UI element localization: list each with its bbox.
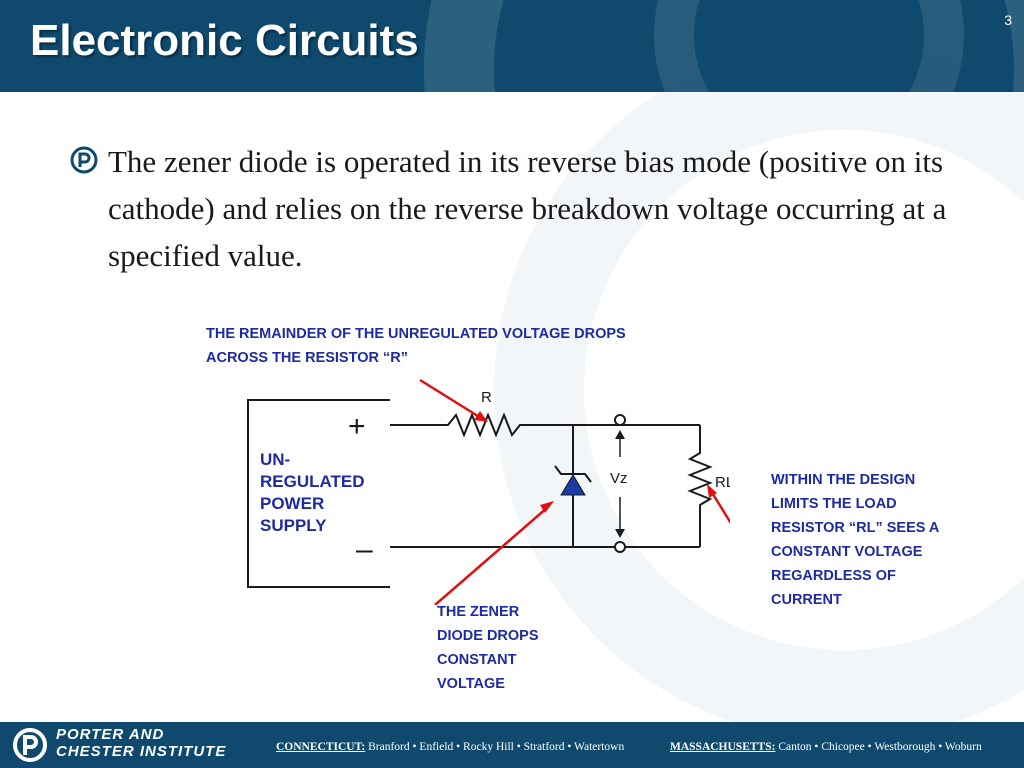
- town-list: Canton • Chicopee • Westborough • Woburn: [778, 741, 982, 753]
- caption-line: ACROSS THE RESISTOR “R”: [206, 350, 408, 366]
- caption-resistor: THE REMAINDER OF THE UNREGULATED VOLTAGE…: [206, 322, 726, 370]
- caption-line: VOLTAGE: [437, 676, 505, 692]
- caption-zener: THE ZENER DIODE DROPS CONSTANT VOLTAGE: [437, 600, 577, 696]
- arrow-to-zener: [434, 506, 549, 605]
- output-terminal-bottom: [614, 541, 626, 553]
- slide-footer: PORTER AND CHESTER INSTITUTE CONNECTICUT…: [0, 722, 1024, 768]
- caption-line: RESISTOR “RL” SEES A: [771, 520, 940, 536]
- state-name: CONNECTICUT:: [276, 741, 366, 753]
- vz-arrow-down-head: [615, 529, 625, 538]
- vz-arrow-up-head: [615, 430, 625, 439]
- load-resistor: [687, 425, 713, 547]
- slide-title: Electronic Circuits: [30, 16, 419, 65]
- bullet-text: The zener diode is operated in its rever…: [108, 144, 947, 273]
- output-terminal-top: [614, 414, 626, 426]
- vz-label: Vz: [610, 470, 628, 487]
- caption-line: LIMITS THE LOAD: [771, 496, 897, 512]
- caption-line: CONSTANT: [437, 652, 517, 668]
- caption-line: WITHIN THE DESIGN: [771, 472, 916, 488]
- pc-logo-icon: [13, 728, 47, 762]
- caption-line: THE REMAINDER OF THE UNREGULATED VOLTAGE…: [206, 326, 626, 342]
- caption-line: CONSTANT VOLTAGE: [771, 544, 923, 560]
- supply-label-line: POWER: [260, 494, 324, 513]
- zener-circuit-diagram: UN- REGULATED POWER SUPPLY + – R Vz RL: [247, 378, 730, 605]
- pc-logo-bullet-icon: [70, 146, 98, 174]
- caption-line: THE ZENER: [437, 604, 520, 620]
- resistor-label: R: [481, 389, 492, 406]
- caption-line: DIODE DROPS: [437, 628, 539, 644]
- supply-label-line: UN-: [260, 450, 290, 469]
- brand-name-line1: PORTER AND: [56, 726, 165, 743]
- connecticut-locations: CONNECTICUT: Branford • Enfield • Rocky …: [276, 741, 624, 753]
- zener-diode-symbol: [560, 474, 586, 496]
- zener-diode-cathode-bar: [554, 465, 592, 483]
- supply-label-line: REGULATED: [260, 472, 365, 491]
- load-resistor-label: RL: [715, 474, 730, 491]
- caption-load: WITHIN THE DESIGN LIMITS THE LOAD RESIST…: [771, 468, 1001, 612]
- brand-name-line2: CHESTER INSTITUTE: [56, 743, 227, 760]
- state-name: MASSACHUSETTS:: [670, 741, 776, 753]
- arrow-to-load-head: [707, 484, 717, 498]
- arrow-to-load: [709, 490, 730, 525]
- slide-number: 3: [1004, 12, 1012, 28]
- arrow-to-zener-head: [540, 501, 554, 513]
- top-wire: [390, 412, 620, 438]
- plus-terminal-sign: +: [348, 410, 366, 443]
- header-decoration: [424, 0, 1024, 92]
- arrow-to-resistor-head: [474, 411, 488, 422]
- supply-box: [247, 399, 390, 588]
- arrow-to-resistor: [419, 378, 482, 420]
- caption-line: CURRENT: [771, 592, 842, 608]
- massachusetts-locations: MASSACHUSETTS: Canton • Chicopee • Westb…: [670, 741, 982, 753]
- minus-terminal-sign: –: [356, 533, 373, 566]
- town-list: Branford • Enfield • Rocky Hill • Stratf…: [368, 741, 625, 753]
- caption-line: REGARDLESS OF: [771, 568, 896, 584]
- supply-label-line: SUPPLY: [260, 516, 327, 535]
